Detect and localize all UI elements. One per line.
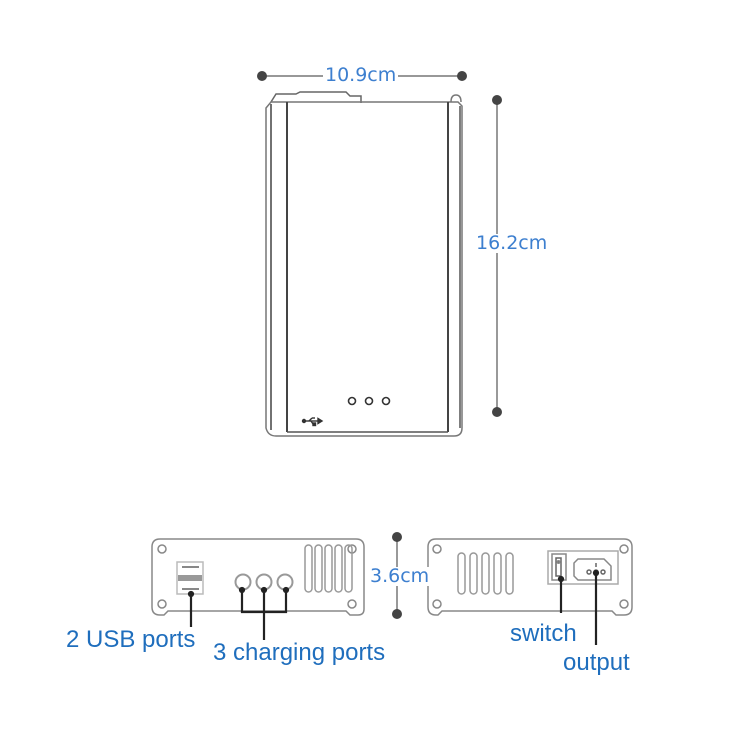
back-callout-lines: [557, 569, 600, 645]
back-panel: [427, 538, 633, 616]
width-dimension-label: 10.9cm: [323, 64, 399, 86]
switch-label: switch: [510, 620, 577, 647]
top-view-device: [265, 91, 463, 437]
output-label: output: [563, 649, 630, 676]
depth-dimension-line: [392, 532, 402, 619]
front-panel: [151, 538, 365, 616]
charging-ports-label: 3 charging ports: [213, 639, 386, 666]
depth-dimension-label: 3.6cm: [368, 565, 432, 587]
usb-icon: [301, 417, 324, 427]
front-callout-lines: [187, 586, 290, 640]
usb-ports-label: 2 USB ports: [66, 626, 196, 653]
indicator-lights: [347, 396, 391, 406]
height-dimension-label: 16.2cm: [474, 232, 550, 254]
height-dimension-line: [492, 95, 502, 417]
